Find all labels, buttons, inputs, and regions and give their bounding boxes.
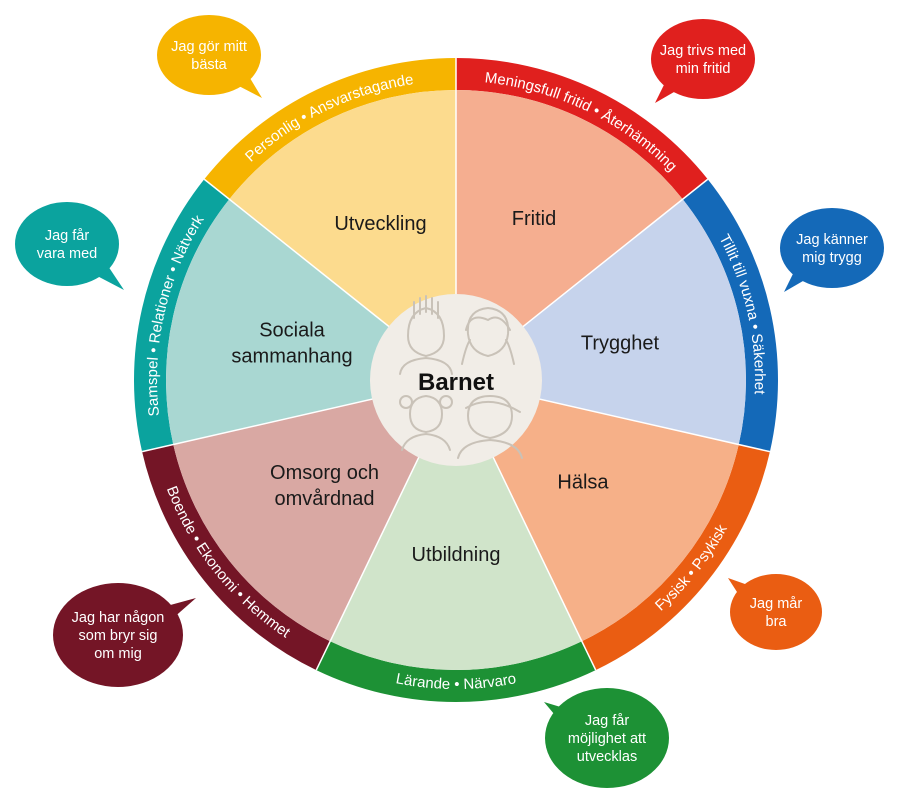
ring-band-utveckling (204, 58, 456, 200)
ring-band-halsa (581, 444, 770, 671)
segment-label-trygghet: Trygghet (581, 333, 660, 355)
ring-band-trygghet (682, 179, 778, 452)
ring-band-sociala (134, 179, 230, 452)
segment-utveckling (229, 90, 456, 380)
segment-fritid (456, 90, 683, 380)
segment-omsorg (173, 380, 456, 642)
center-disk (370, 294, 542, 466)
segment-utbildning (330, 380, 582, 670)
center-circle: Barnet (370, 294, 542, 466)
segment-label-utveckling: Utveckling (334, 213, 426, 235)
segment-label-fritid: Fritid (512, 208, 556, 230)
ring-label-utbildning: Lärande • Närvaro (395, 670, 518, 693)
ring-band-fritid (456, 58, 708, 200)
children-faces-icon (399, 295, 523, 459)
segment-halsa (456, 380, 739, 642)
ring-band-omsorg (142, 444, 331, 671)
center-label: Barnet (418, 369, 494, 396)
ring-band-utbildning (316, 641, 596, 702)
segment-label-halsa: Hälsa (557, 471, 609, 493)
segment-label-utbildning: Utbildning (412, 544, 501, 566)
